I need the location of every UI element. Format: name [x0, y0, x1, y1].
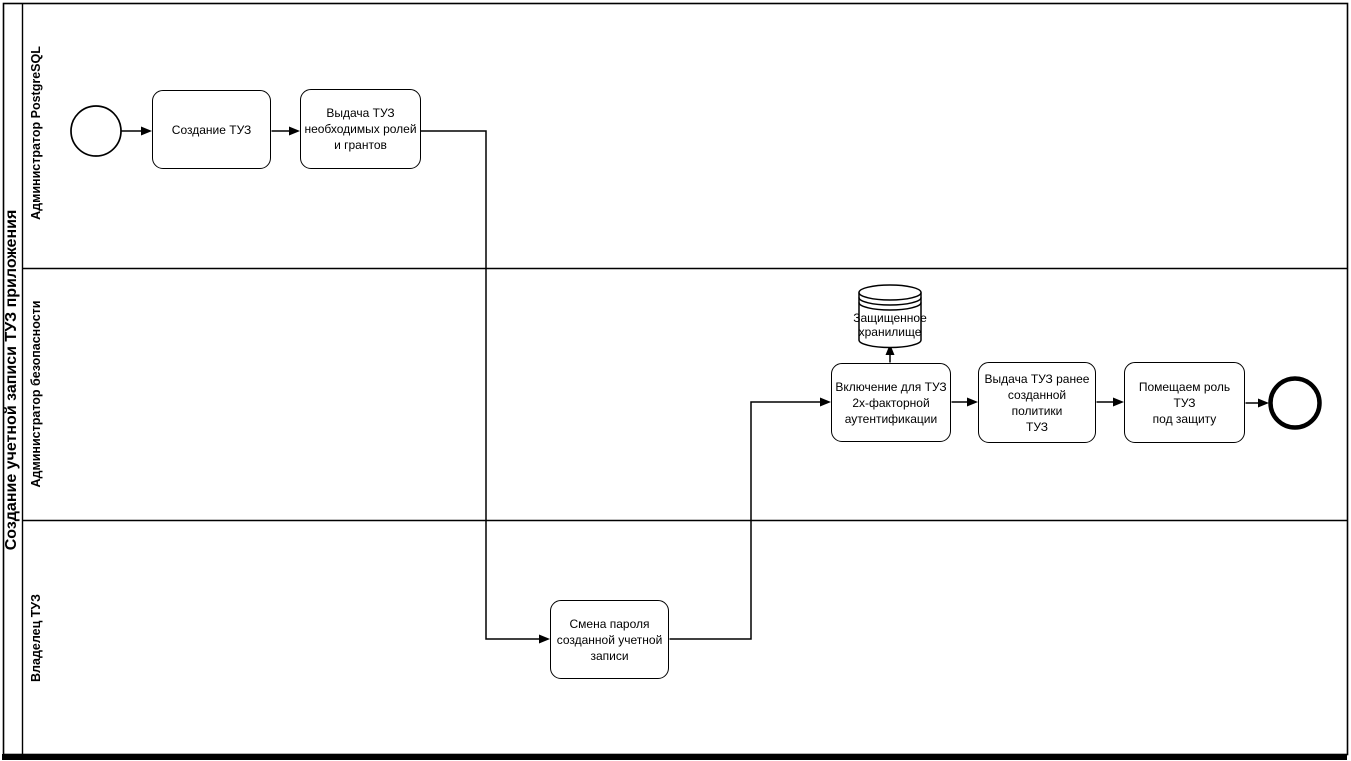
arrowhead-icon	[1258, 398, 1269, 408]
task-label-line: созданной политики	[1007, 387, 1067, 418]
task-protect-role[interactable]: Помещаем роль ТУЗ под защиту	[1124, 362, 1245, 443]
arrowhead-icon	[1113, 397, 1124, 407]
arrowhead-icon	[885, 344, 895, 355]
task-enable-2fa[interactable]: Включение для ТУЗ 2х-факторной аутентифи…	[831, 363, 951, 442]
arrowhead-icon	[289, 126, 300, 136]
task-change-password[interactable]: Смена пароля созданной учетной записи	[550, 600, 669, 679]
flow-change-password-to-2fa	[669, 397, 831, 640]
lane-label-postgresql-admin: Администратор PostgreSQL	[29, 46, 43, 220]
task-label-line: Смена пароля	[569, 616, 650, 631]
flow-policy-to-protect	[1096, 397, 1124, 407]
lane-label-security-admin: Администратор безопасности	[29, 300, 43, 488]
task-label-line: ТУЗ	[1026, 419, 1048, 434]
task-label-line: и грантов	[334, 138, 387, 152]
arrowhead-icon	[141, 126, 152, 136]
flow-2fa-to-datastore	[885, 344, 895, 363]
task-label-line: Выдача ТУЗ ранее	[984, 371, 1090, 386]
task-label-line: Помещаем роль ТУЗ	[1138, 379, 1231, 410]
arrowhead-icon	[539, 634, 550, 644]
task-label-line: аутентификации	[844, 411, 938, 426]
task-label-line: созданной учетной	[556, 632, 663, 647]
flow-2fa-to-policy	[951, 397, 978, 407]
datastore-label-line: Защищенное	[853, 311, 927, 325]
task-create-tuz[interactable]: Создание ТУЗ	[152, 90, 271, 169]
task-grant-roles[interactable]: Выдача ТУЗ необходимых ролей и грантов	[300, 89, 421, 169]
pool-bottom-edge	[2, 754, 1347, 760]
task-label-line: необходимых ролей	[304, 122, 417, 136]
start-event-icon[interactable]	[70, 105, 122, 157]
task-label-line: Выдача ТУЗ	[326, 106, 395, 120]
task-label-line: Включение для ТУЗ	[835, 379, 947, 394]
task-label-line: записи	[590, 648, 629, 663]
flow-protect-to-end	[1245, 398, 1269, 408]
flow-grant-to-change-password	[421, 130, 550, 644]
pool-title: Создание учетной записи ТУЗ приложения	[3, 209, 20, 551]
end-event-icon[interactable]	[1268, 376, 1322, 430]
datastore-label: Защищенное хранилище	[815, 311, 965, 339]
flow-create-to-grant	[271, 126, 300, 136]
lane-label-tuz-owner: Владелец ТУЗ	[29, 594, 43, 682]
datastore-icon[interactable]	[858, 284, 922, 349]
task-label-line: 2х-факторной	[852, 395, 930, 410]
task-assign-policy[interactable]: Выдача ТУЗ ранее созданной политики ТУЗ	[978, 362, 1096, 443]
task-label-line: Создание ТУЗ	[171, 122, 252, 137]
arrowhead-icon	[820, 397, 831, 407]
datastore-label-line: хранилище	[858, 325, 922, 339]
flow-start-to-create	[121, 126, 152, 136]
arrowhead-icon	[967, 397, 978, 407]
task-label-line: под защиту	[1152, 411, 1217, 426]
sequence-flows	[121, 126, 1269, 644]
